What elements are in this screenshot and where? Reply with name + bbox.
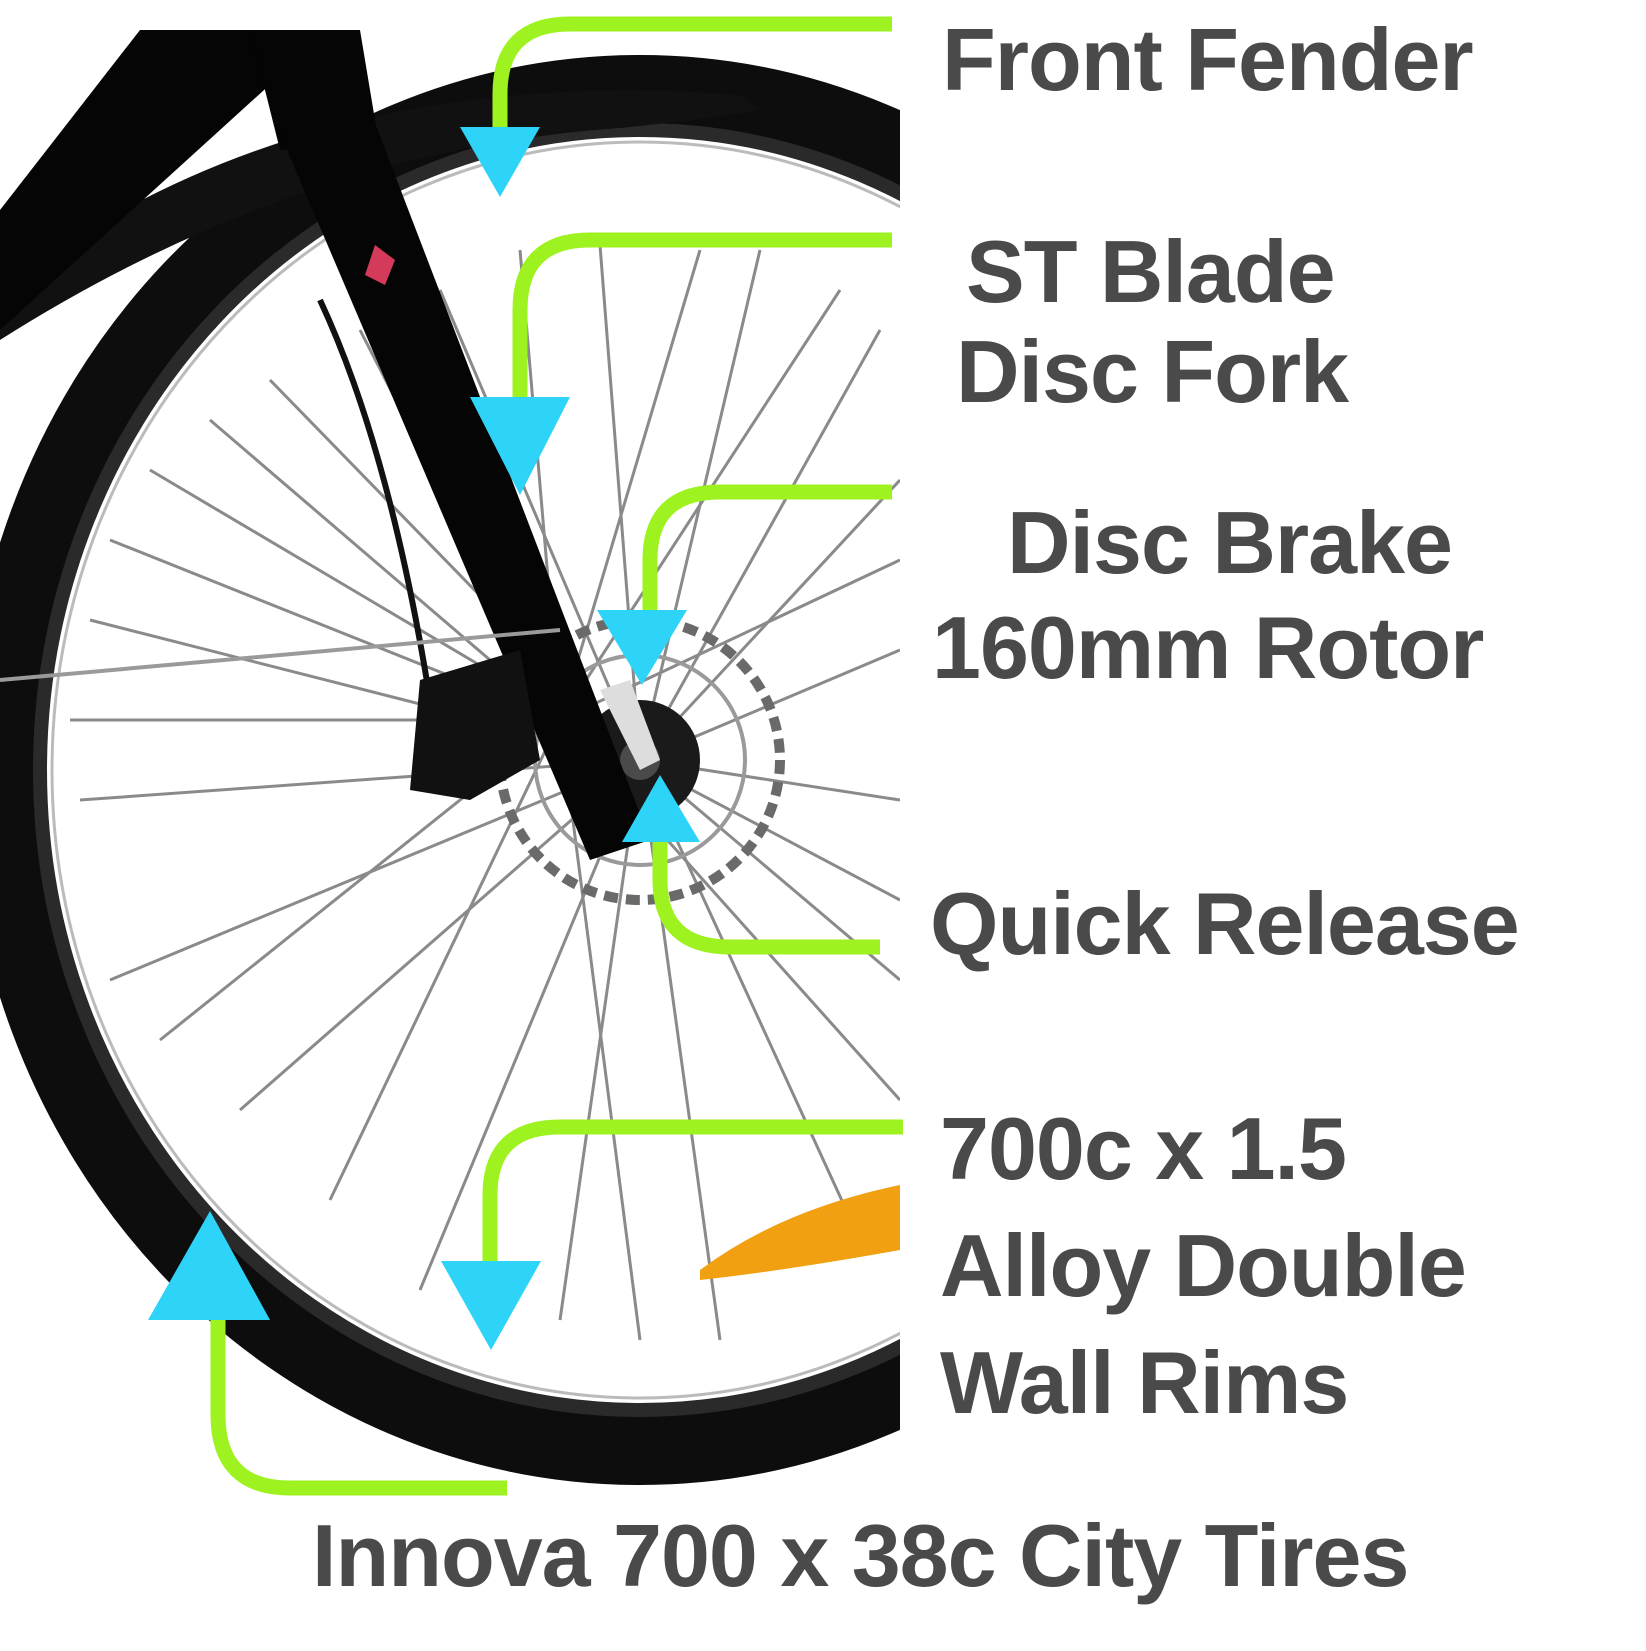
label-fork: ST Blade Disc Fork [956,222,1349,421]
arrow-down-icon [460,127,540,197]
arrows [148,127,700,1350]
down-tube [0,30,330,330]
tire [0,55,900,1485]
fork-logo [365,245,395,285]
label-tires: Innova 700 x 38c City Tires [312,1506,1409,1605]
arrow-up-icon [148,1211,270,1320]
leader-disc-brake [642,484,892,615]
arrow-down-icon [441,1261,541,1350]
label-front-fender: Front Fender [942,10,1474,109]
quick-release-lever [600,680,660,770]
arrow-down-icon [470,397,570,495]
brake-cable [317,298,433,701]
leader-fork [512,232,892,400]
arrow-down-icon [597,610,687,685]
leader-front-fender [492,16,892,135]
cable-line [0,628,561,682]
arrow-up-icon [622,775,700,842]
label-quick-release: Quick Release [930,874,1520,973]
label-disc-brake: Disc Brake 160mm Rotor [932,493,1484,697]
leader-quick-release [652,840,880,955]
leader-lines [210,16,903,1496]
leader-rims [482,1119,903,1265]
label-rims: 700c x 1.5 Alloy Double Wall Rims [940,1099,1467,1432]
leader-tires [210,1320,507,1496]
bike-photo [0,30,900,1485]
fork-blade [270,110,650,860]
spoke-reflector [700,1185,900,1280]
brake-caliper [410,650,540,800]
